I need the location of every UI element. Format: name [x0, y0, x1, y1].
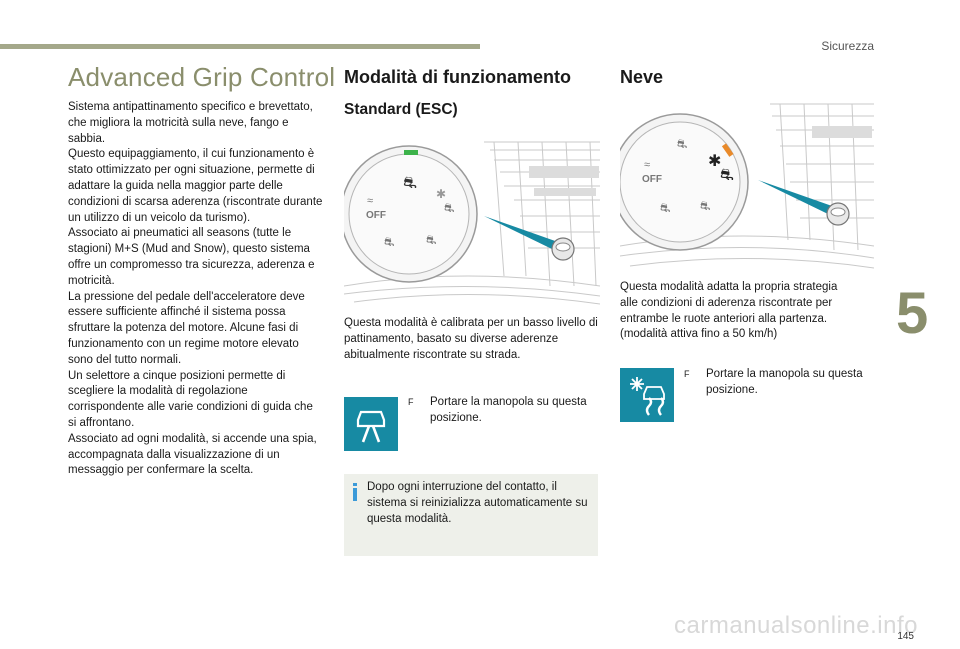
svg-text:⛐: ⛐	[700, 199, 710, 213]
standard-heading: Standard (ESC)	[344, 101, 458, 118]
standard-instruction-text: Portare la manopola su questa posizione.	[430, 396, 587, 424]
header-bar	[0, 44, 480, 49]
svg-text:⛐: ⛐	[660, 201, 670, 215]
svg-text:OFF: OFF	[366, 210, 386, 221]
intro-paragraph: Associato ad ogni modalità, si accende u…	[68, 432, 317, 477]
svg-text:⛐: ⛐	[384, 235, 394, 249]
svg-text:⛐: ⛐	[444, 201, 454, 215]
standard-mode-icon	[344, 397, 398, 451]
page-number: 145	[897, 631, 914, 642]
svg-text:✱: ✱	[708, 153, 721, 170]
svg-text:⛐: ⛐	[720, 167, 734, 184]
chapter-number: 5	[896, 281, 929, 346]
intro-text: Sistema antipattinamento specifico e bre…	[68, 100, 324, 479]
info-icon	[353, 483, 357, 501]
info-text: Dopo ogni interruzione del contatto, il …	[367, 481, 588, 525]
intro-paragraph: Associato ai pneumatici all seasons (tut…	[68, 227, 315, 287]
svg-text:⛐: ⛐	[403, 175, 417, 192]
modes-heading: Modalità di funzionamento	[344, 67, 571, 87]
svg-text:≈: ≈	[367, 195, 373, 207]
standard-description: Questa modalità è calibrata per un basso…	[344, 317, 598, 361]
bullet-marker: F	[684, 369, 690, 379]
svg-text:OFF: OFF	[642, 174, 662, 185]
snow-instruction-text: Portare la manopola su questa posizione.	[706, 368, 863, 396]
snow-description: Questa modalità adatta la propria strate…	[620, 281, 838, 341]
info-box	[344, 474, 598, 556]
intro-paragraph: La pressione del pedale dell'accelerator…	[68, 290, 305, 366]
standard-instruction: F Portare la manopola su questa posizion…	[408, 395, 598, 427]
intro-paragraph: Questo equipaggiamento, il cui funzionam…	[68, 148, 323, 224]
section-title: Sicurezza	[821, 39, 874, 53]
snow-instruction: F Portare la manopola su questa posizion…	[684, 367, 874, 399]
svg-text:≈: ≈	[644, 159, 650, 171]
snow-dial-illustration: ⛐ ≈ OFF ✱ ⛐ ⛐ ⛐	[620, 103, 874, 269]
intro-paragraph: Un selettore a cinque posizioni permette…	[68, 369, 313, 429]
intro-paragraph: Sistema antipattinamento specifico e bre…	[68, 101, 313, 145]
snow-mode-icon	[620, 368, 674, 422]
svg-text:⛐: ⛐	[677, 137, 687, 151]
svg-text:⛐: ⛐	[426, 233, 436, 247]
watermark-logo: carmanualsonline.info	[674, 612, 918, 639]
standard-dial-illustration: ⛐ ≈ OFF ✱ ⛐ ⛐ ⛐	[344, 141, 600, 305]
snow-heading: Neve	[620, 67, 664, 87]
page-title: Advanced Grip Control	[68, 62, 336, 92]
svg-text:✱: ✱	[436, 187, 446, 201]
bullet-marker: F	[408, 397, 414, 407]
